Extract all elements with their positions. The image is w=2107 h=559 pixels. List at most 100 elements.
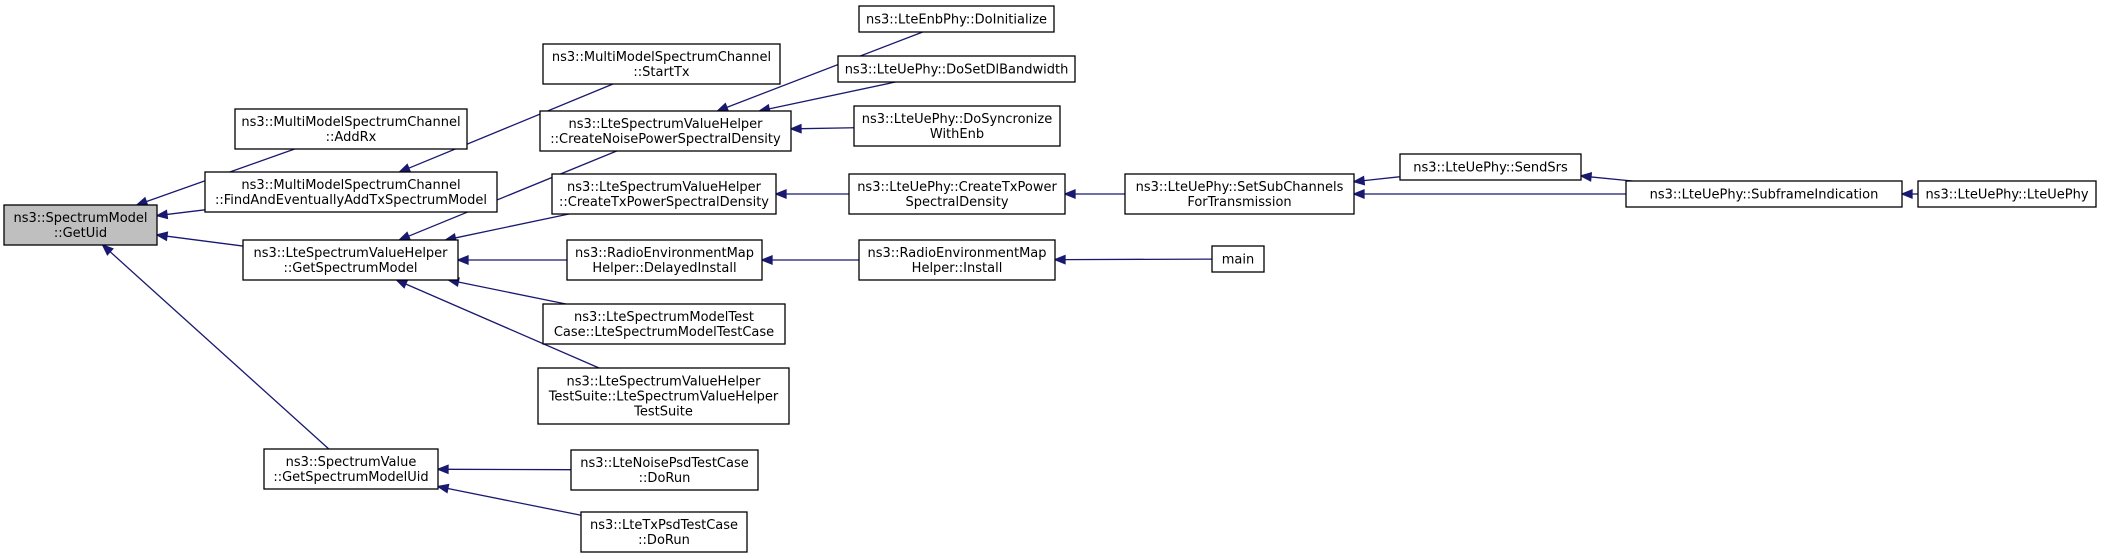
node-starttx[interactable]: ns3::MultiModelSpectrumChannel::StartTx xyxy=(542,43,781,85)
node-label-line: ns3::LteUePhy::DoSyncronize xyxy=(862,112,1052,127)
node-label-line: ns3::MultiModelSpectrumChannel xyxy=(241,178,460,193)
node-label-line: Helper::DelayedInstall xyxy=(592,261,736,276)
edge-sv_gsmuid-to-getuid xyxy=(101,243,330,450)
node-label-line: ns3::LteSpectrumValueHelper xyxy=(566,375,761,390)
node-sendsrs[interactable]: ns3::LteUePhy::SendSrs xyxy=(1399,153,1582,181)
edge-noisepsddorun-to-sv_gsmuid xyxy=(436,464,572,475)
node-label-line: ::DoRun xyxy=(639,471,691,486)
edge-txpsddorun-to-sv_gsmuid xyxy=(436,483,582,516)
node-uesetdlbw[interactable]: ns3::LteUePhy::DoSetDlBandwidth xyxy=(837,55,1076,83)
node-subframe[interactable]: ns3::LteUePhy::SubframeIndication xyxy=(1625,180,1903,208)
node-label-line: SpectralDensity xyxy=(905,195,1008,210)
node-label-line: ns3::SpectrumValue xyxy=(286,455,417,470)
edge-subframe-to-setsubch xyxy=(1352,189,1626,199)
node-remdelayed[interactable]: ns3::RadioEnvironmentMapHelper::DelayedI… xyxy=(566,239,763,281)
node-box xyxy=(848,173,1066,215)
node-box xyxy=(234,108,468,150)
edge-remdelayed-to-lsvh_gsm xyxy=(456,255,567,265)
arrowhead xyxy=(394,279,409,289)
node-label-line: ::GetSpectrumModel xyxy=(284,261,418,276)
node-box xyxy=(580,511,748,553)
node-box xyxy=(537,367,790,425)
arrowhead xyxy=(397,231,412,241)
node-label-line: ns3::LteSpectrumModelTest xyxy=(574,310,754,325)
node-box xyxy=(1917,180,2097,208)
node-label-line: WithEnb xyxy=(930,127,984,142)
node-box xyxy=(1211,245,1265,273)
edge-findadd-to-getuid xyxy=(155,209,206,220)
arrowhead xyxy=(1900,189,1913,199)
node-label-line: ns3::MultiModelSpectrumChannel xyxy=(241,115,460,130)
node-uecreatetx[interactable]: ns3::LteUePhy::CreateTxPowerSpectralDens… xyxy=(848,173,1066,215)
edge-uecreatetx-to-createtxpsd xyxy=(774,189,849,199)
node-label-line: ns3::LteUePhy::SetSubChannels xyxy=(1136,180,1344,195)
node-box xyxy=(263,448,439,490)
node-box xyxy=(858,239,1056,281)
edge-lsvh_gsm-to-getuid xyxy=(155,231,244,247)
node-addrx[interactable]: ns3::MultiModelSpectrumChannel::AddRx xyxy=(234,108,468,150)
node-box xyxy=(204,171,498,213)
node-label-line: ns3::LteNoisePsdTestCase xyxy=(580,456,749,471)
arrowhead xyxy=(456,255,469,265)
node-label-line: ::CreateTxPowerSpectralDensity xyxy=(559,195,769,210)
node-box xyxy=(1399,153,1582,181)
node-lsmtestcase[interactable]: ns3::LteSpectrumModelTestCase::LteSpectr… xyxy=(542,303,786,345)
node-box xyxy=(542,43,781,85)
node-label-line: ns3::RadioEnvironmentMap xyxy=(575,246,754,261)
node-findadd[interactable]: ns3::MultiModelSpectrumChannel::FindAndE… xyxy=(204,171,498,213)
node-box xyxy=(3,204,158,246)
node-label-line: ns3::LteSpectrumValueHelper xyxy=(253,246,448,261)
arrowhead xyxy=(1352,189,1365,199)
node-txpsddorun[interactable]: ns3::LteTxPsdTestCase::DoRun xyxy=(580,511,748,553)
node-box xyxy=(570,449,759,491)
node-getuid[interactable]: ns3::SpectrumModel::GetUid xyxy=(3,204,158,246)
node-box xyxy=(837,55,1076,83)
edge-createnoise-to-lsvh_gsm xyxy=(397,150,617,241)
node-label-line: ns3::LteSpectrumValueHelper xyxy=(567,180,762,195)
node-box xyxy=(853,105,1061,147)
node-label-line: ns3::LteUePhy::LteUePhy xyxy=(1925,188,2088,203)
nodes: ns3::SpectrumModel::GetUid ns3::MultiMode… xyxy=(3,5,2097,553)
node-setsubch[interactable]: ns3::LteUePhy::SetSubChannelsForTransmis… xyxy=(1124,173,1355,215)
edge-ctor-to-subframe xyxy=(1900,189,1918,199)
edge-sendsrs-to-setsubch xyxy=(1352,175,1401,186)
node-lsvhtestsuite[interactable]: ns3::LteSpectrumValueHelperTestSuite::Lt… xyxy=(537,367,790,425)
node-box xyxy=(1625,180,1903,208)
arrowhead xyxy=(436,464,449,475)
arrowhead xyxy=(135,196,149,207)
arrowhead xyxy=(101,243,114,256)
node-ctor[interactable]: ns3::LteUePhy::LteUePhy xyxy=(1917,180,2097,208)
edge-reminstall-to-remdelayed xyxy=(760,255,859,265)
node-label-line: ::CreateNoisePowerSpectralDensity xyxy=(550,132,781,147)
node-enbdoinit[interactable]: ns3::LteEnbPhy::DoInitialize xyxy=(858,5,1055,33)
node-label-line: ::GetSpectrumModelUid xyxy=(273,470,428,485)
arrowhead xyxy=(1063,189,1076,199)
node-box xyxy=(242,239,459,281)
node-noisepsddorun[interactable]: ns3::LteNoisePsdTestCase::DoRun xyxy=(570,449,759,491)
node-main[interactable]: main xyxy=(1211,245,1265,273)
node-label-line: ns3::LteEnbPhy::DoInitialize xyxy=(866,13,1047,28)
node-sv_gsmuid[interactable]: ns3::SpectrumValue::GetSpectrumModelUid xyxy=(263,448,439,490)
arrowhead xyxy=(789,123,802,134)
edge-subframe-to-sendsrs xyxy=(1579,172,1633,182)
node-label-line: ns3::LteTxPsdTestCase xyxy=(590,518,738,533)
edges xyxy=(101,31,1918,516)
node-lsvh_gsm[interactable]: ns3::LteSpectrumValueHelper::GetSpectrum… xyxy=(242,239,459,281)
node-label-line: ::GetUid xyxy=(54,226,107,241)
node-createnoise[interactable]: ns3::LteSpectrumValueHelper::CreateNoise… xyxy=(539,110,792,152)
node-label-line: ForTransmission xyxy=(1187,195,1291,210)
node-label-line: ::StartTx xyxy=(633,65,689,80)
node-label-line: ns3::LteUePhy::DoSetDlBandwidth xyxy=(845,63,1069,78)
arrowhead xyxy=(155,209,169,220)
node-label-line: ns3::SpectrumModel xyxy=(13,211,147,226)
arrowhead xyxy=(436,483,450,494)
node-createtxpsd[interactable]: ns3::LteSpectrumValueHelper::CreateTxPow… xyxy=(551,173,777,215)
edge-lsmtestcase-to-lsvh_gsm xyxy=(446,277,567,305)
node-box xyxy=(1124,173,1355,215)
node-label-line: TestSuite xyxy=(633,405,693,420)
arrowhead xyxy=(397,163,412,173)
node-label-line: TestSuite::LteSpectrumValueHelper xyxy=(548,390,779,405)
